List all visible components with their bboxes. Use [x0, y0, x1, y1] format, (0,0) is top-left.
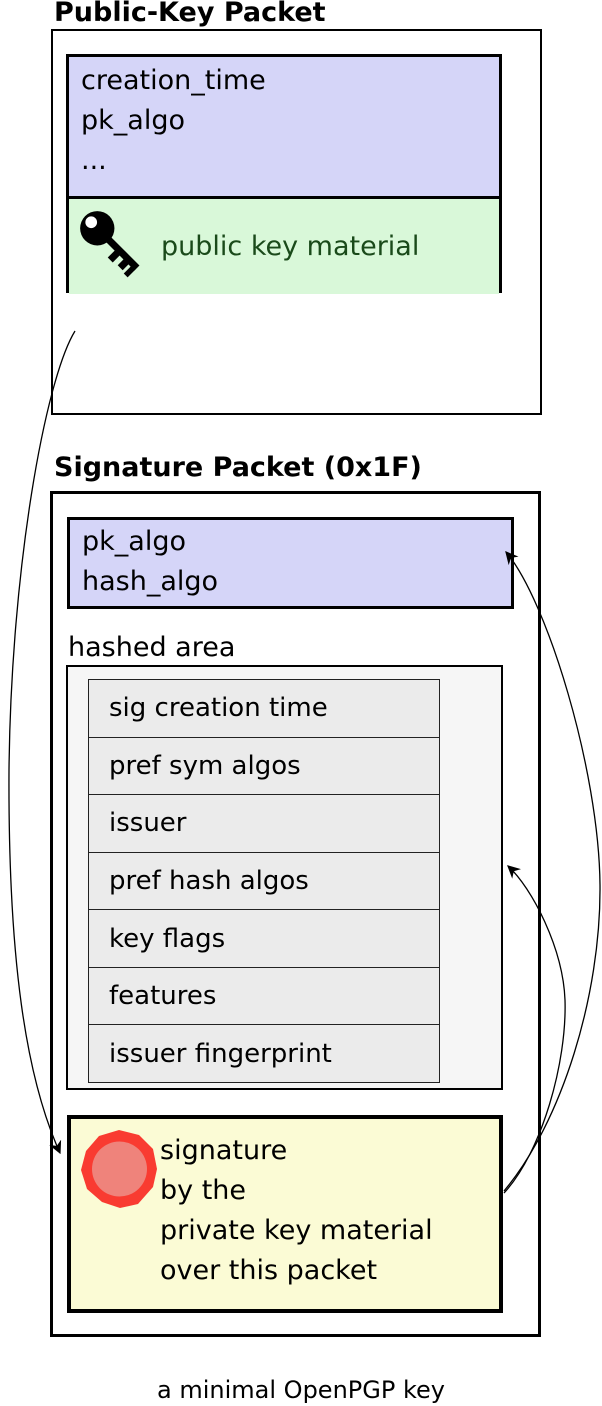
subpacket-issuer: issuer	[89, 795, 439, 853]
wax-seal-icon	[81, 1130, 157, 1208]
subpacket-issuer-fingerprint: issuer fingerprint	[89, 1025, 439, 1083]
signature-fields-box: pk_algo hash_algo	[67, 517, 514, 609]
signature-value-box: signature by the private key material ov…	[67, 1115, 503, 1313]
diagram-caption: a minimal OpenPGP key	[157, 1376, 445, 1404]
field-sig-hash-algo: hash_algo	[82, 566, 219, 597]
signature-description: signature by the private key material ov…	[160, 1131, 433, 1291]
signature-line-3: private key material	[160, 1215, 433, 1246]
public-key-material-label: public key material	[161, 231, 420, 262]
subpacket-features: features	[89, 967, 439, 1026]
signature-line-1: signature	[160, 1135, 288, 1166]
field-creation-time: creation_time	[81, 65, 266, 96]
hashed-area-box: sig creation time pref sym algos issuer …	[66, 665, 503, 1090]
signature-packet-title: Signature Packet (0x1F)	[54, 452, 422, 483]
signature-line-4: over this packet	[160, 1255, 378, 1286]
key-icon	[80, 210, 140, 277]
field-ellipsis: ...	[81, 145, 107, 176]
public-key-packet-title: Public-Key Packet	[54, 0, 326, 28]
hashed-area-label: hashed area	[68, 632, 236, 663]
subpacket-key-flags: key flags	[89, 910, 439, 968]
subpacket-sig-creation-time: sig creation time	[89, 680, 439, 738]
public-key-packet-stack: creation_time pk_algo ... public key mat…	[66, 54, 502, 294]
subpacket-pref-hash-algos: pref hash algos	[89, 852, 439, 911]
subpacket-table: sig creation time pref sym algos issuer …	[88, 679, 440, 1083]
public-key-material-box: public key material	[69, 199, 499, 294]
signature-line-2: by the	[160, 1175, 247, 1206]
public-key-fields-box: creation_time pk_algo ...	[69, 57, 499, 199]
field-sig-pk-algo: pk_algo	[82, 526, 186, 557]
subpacket-pref-sym-algos: pref sym algos	[89, 737, 439, 796]
field-pk-algo: pk_algo	[81, 105, 185, 136]
